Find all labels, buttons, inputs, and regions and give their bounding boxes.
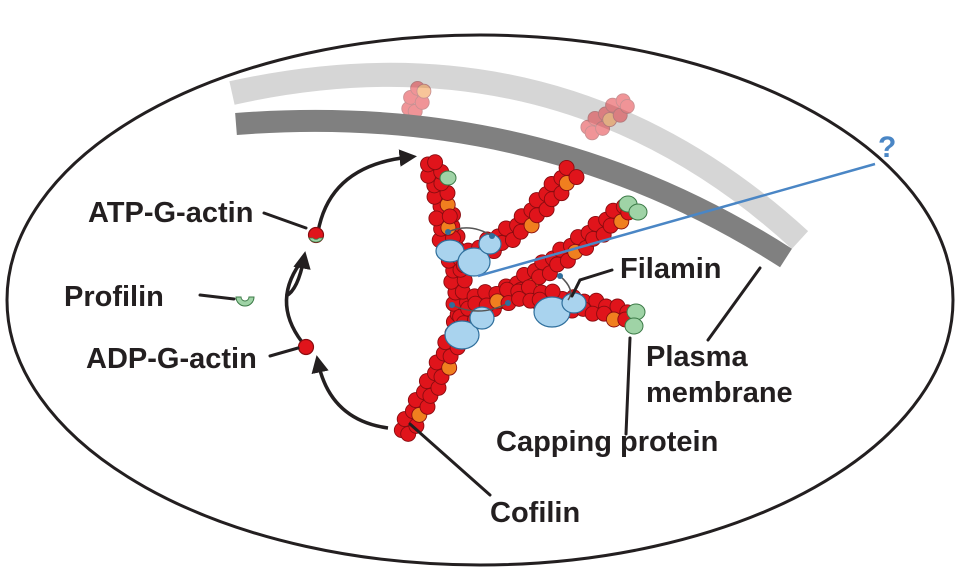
faded-actin-subunit bbox=[595, 120, 611, 136]
capping-protein-icon bbox=[618, 195, 648, 221]
label-plasma-membrane-line1: Plasma bbox=[646, 341, 748, 373]
faded-actin-subunit bbox=[403, 89, 419, 105]
leader-cofilin bbox=[408, 422, 492, 497]
faded-actin-subunit bbox=[605, 97, 621, 113]
faded-actin-subunit bbox=[598, 106, 613, 122]
faded-actin-subunit bbox=[414, 94, 430, 110]
recycle-arrow-depolymerization bbox=[311, 355, 389, 430]
question-pointer-line bbox=[477, 162, 876, 278]
arp-complex-icon bbox=[533, 292, 587, 328]
label-adp-g-actin: ADP-G-actin bbox=[86, 343, 257, 375]
label-atp-g-actin: ATP-G-actin bbox=[88, 197, 253, 229]
label-capping-protein: Capping protein bbox=[496, 426, 718, 458]
profilin-cup-icon bbox=[235, 296, 255, 307]
faded-actin-subunit bbox=[410, 80, 426, 96]
capping-protein-icon bbox=[624, 303, 646, 335]
faded-filament-tips bbox=[401, 80, 635, 141]
actin-filament-subunit bbox=[427, 154, 444, 171]
label-cofilin: Cofilin bbox=[490, 497, 580, 529]
capping-protein-icon bbox=[439, 170, 457, 186]
leader-atp-g-actin bbox=[262, 211, 308, 230]
actin-filament-subunit bbox=[441, 208, 458, 225]
label-profilin: Profilin bbox=[64, 281, 164, 313]
recycle-arrow-adp-to-atp bbox=[284, 256, 306, 344]
label-filamin: Filamin bbox=[620, 253, 722, 285]
atp-g-actin-bead bbox=[307, 226, 325, 244]
faded-actin-subunit bbox=[416, 83, 432, 99]
faded-actin-subunit bbox=[612, 107, 628, 123]
arp-complexes bbox=[435, 233, 587, 350]
actin-filament-subunit bbox=[558, 159, 575, 176]
arp-complex-icon bbox=[444, 306, 495, 350]
faded-actin-subunit bbox=[619, 98, 635, 114]
faded-actin-subunit bbox=[602, 112, 618, 128]
faded-actin-subunit bbox=[587, 110, 603, 126]
leader-adp-g-actin bbox=[268, 346, 300, 358]
plasma-membrane bbox=[235, 109, 792, 268]
recycle-arrow-to-filament bbox=[316, 149, 417, 233]
plasma-membrane-previous bbox=[229, 62, 809, 249]
capping-proteins bbox=[439, 170, 648, 335]
arp-complex-icon bbox=[435, 233, 502, 277]
leader-plasma-membrane bbox=[706, 266, 762, 342]
actin-filament-subunit bbox=[428, 210, 445, 227]
leader-capping-protein bbox=[624, 336, 632, 436]
faded-actin-subunit bbox=[615, 93, 631, 109]
g-actin-bead-icon bbox=[297, 338, 315, 356]
faded-actin-subunit bbox=[584, 125, 600, 141]
label-plasma-membrane-line2: membrane bbox=[646, 377, 793, 409]
question-mark: ? bbox=[878, 131, 896, 164]
actin-filament-subunit bbox=[568, 169, 585, 186]
faded-actin-subunit bbox=[580, 119, 596, 135]
leader-filamin bbox=[570, 268, 614, 298]
leader-profilin bbox=[198, 293, 236, 301]
filamin-crosslinks bbox=[445, 227, 572, 312]
